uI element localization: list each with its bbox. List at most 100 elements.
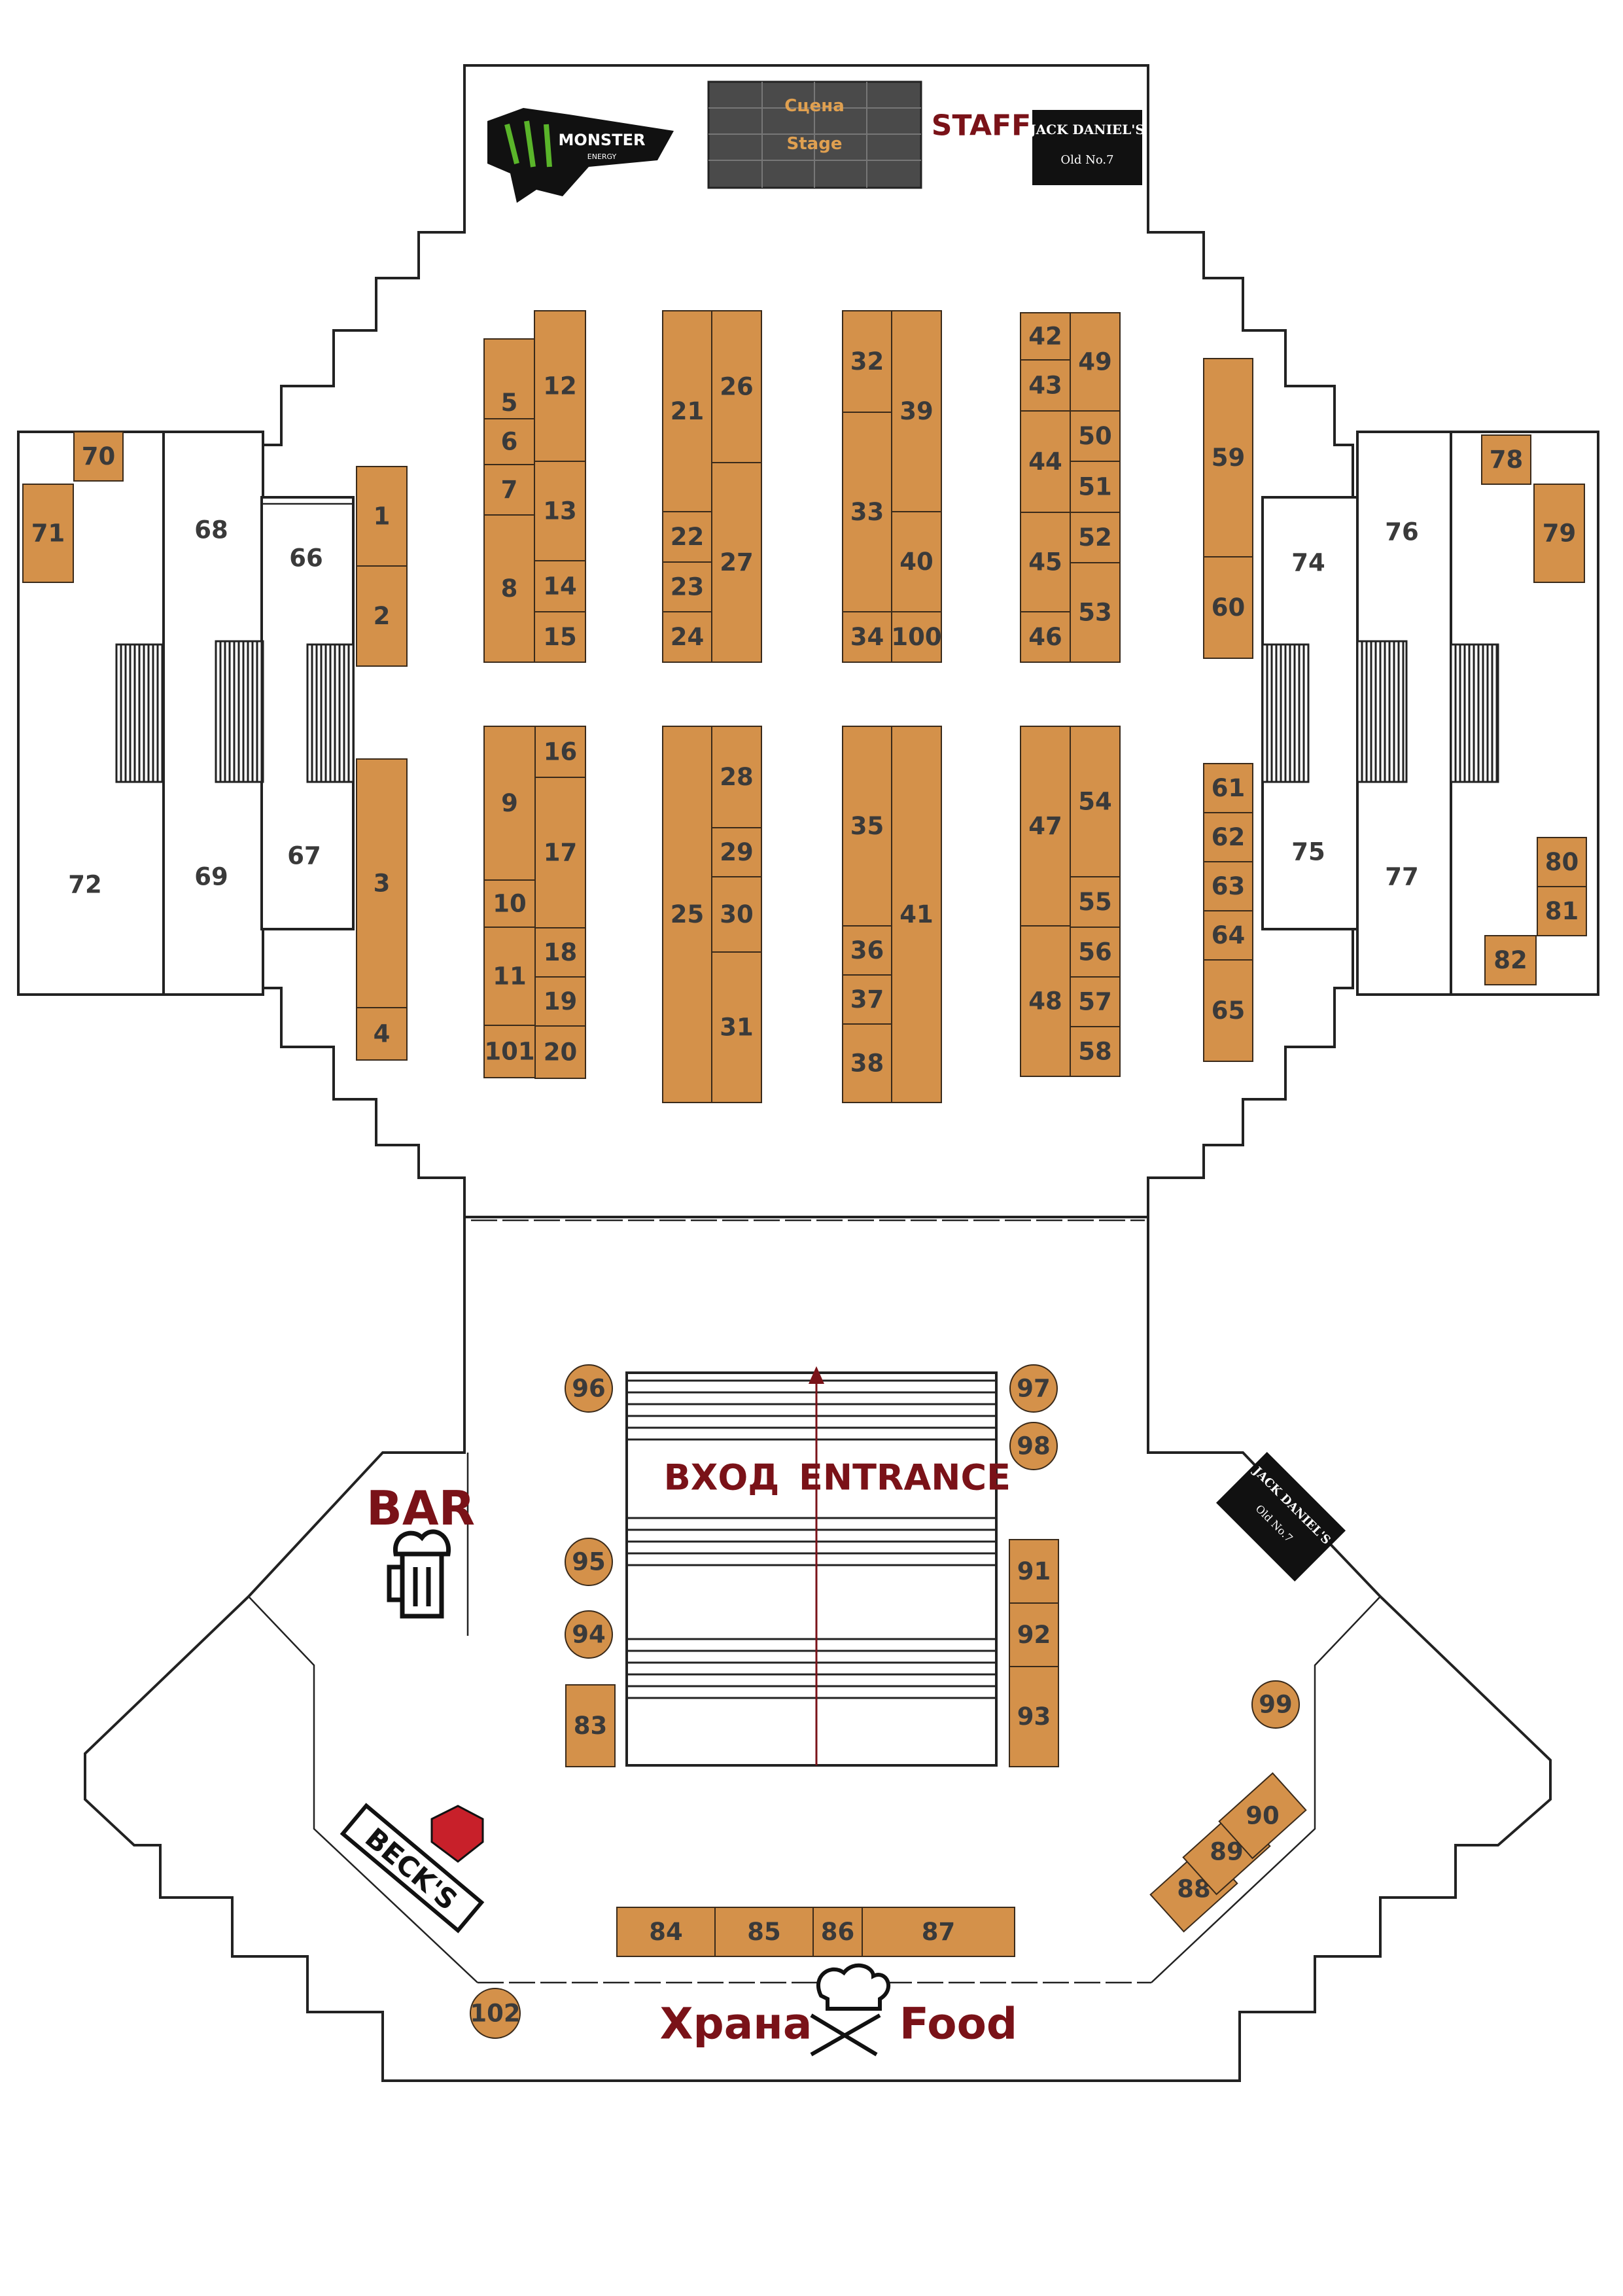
booth-85[interactable]: 85 [714,1907,814,1957]
booth-71[interactable]: 71 [22,484,74,583]
booth-92[interactable]: 92 [1009,1602,1059,1667]
booth-19-shape[interactable] [534,976,586,1027]
booth-45[interactable]: 45 [1020,512,1071,612]
booth-90[interactable]: 90 [1218,1772,1307,1860]
booth-29-shape[interactable] [711,827,762,877]
booth-93-shape[interactable] [1009,1666,1059,1767]
booth-19[interactable]: 19 [534,976,586,1027]
booth-23-shape[interactable] [662,561,712,612]
booth-99-shape[interactable] [1251,1680,1300,1729]
booth-15-shape[interactable] [534,611,586,663]
booth-6-shape[interactable] [483,418,535,465]
booth-33[interactable]: 33 [842,412,892,612]
booth-38-shape[interactable] [842,1023,892,1103]
booth-38[interactable]: 38 [842,1023,892,1103]
booth-78[interactable]: 78 [1481,434,1531,485]
booth-79[interactable]: 79 [1533,484,1585,583]
booth-30-shape[interactable] [711,876,762,953]
booth-18[interactable]: 18 [534,927,586,978]
booth-15[interactable]: 15 [534,611,586,663]
booth-50-shape[interactable] [1070,410,1121,462]
booth-81-shape[interactable] [1537,886,1587,936]
booth-31[interactable]: 31 [711,951,762,1103]
booth-13[interactable]: 13 [534,461,586,561]
booth-30[interactable]: 30 [711,876,762,953]
booth-52[interactable]: 52 [1070,512,1121,563]
booth-56[interactable]: 56 [1070,927,1121,978]
booth-10[interactable]: 10 [483,879,536,928]
booth-58-shape[interactable] [1070,1026,1121,1077]
booth-82[interactable]: 82 [1484,935,1537,985]
booth-11[interactable]: 11 [483,927,536,1026]
booth-41[interactable]: 41 [891,726,942,1103]
booth-95[interactable]: 95 [565,1538,613,1586]
booth-80-shape[interactable] [1537,837,1587,887]
booth-36[interactable]: 36 [842,925,892,976]
booth-60-shape[interactable] [1203,556,1253,659]
booth-9[interactable]: 9 [483,726,536,881]
booth-16[interactable]: 16 [534,726,586,778]
booth-23[interactable]: 23 [662,561,712,612]
booth-7[interactable]: 7 [483,464,535,516]
booth-21[interactable]: 21 [662,310,712,512]
booth-97[interactable]: 97 [1009,1364,1058,1413]
booth-79-shape[interactable] [1533,484,1585,583]
booth-90-shape[interactable] [1218,1772,1307,1860]
booth-98[interactable]: 98 [1009,1422,1058,1470]
booth-24-shape[interactable] [662,611,712,663]
booth-92-shape[interactable] [1009,1602,1059,1667]
booth-101-shape[interactable] [483,1025,536,1078]
booth-82-shape[interactable] [1484,935,1537,985]
booth-13-shape[interactable] [534,461,586,561]
booth-100-shape[interactable] [891,611,942,663]
booth-96-shape[interactable] [565,1364,613,1413]
booth-17[interactable]: 17 [534,777,586,928]
booth-70-shape[interactable] [73,431,124,482]
booth-60[interactable]: 60 [1203,556,1253,659]
booth-14[interactable]: 14 [534,560,586,612]
booth-91[interactable]: 91 [1009,1539,1059,1604]
booth-24[interactable]: 24 [662,611,712,663]
booth-55[interactable]: 55 [1070,876,1121,928]
booth-32-shape[interactable] [842,310,892,413]
booth-85-shape[interactable] [714,1907,814,1957]
booth-6[interactable]: 6 [483,418,535,465]
booth-81[interactable]: 81 [1537,886,1587,936]
booth-53[interactable]: 53 [1070,562,1121,663]
booth-94[interactable]: 94 [565,1610,613,1659]
booth-4[interactable]: 4 [356,1007,408,1061]
booth-2-shape[interactable] [356,565,408,667]
booth-37-shape[interactable] [842,974,892,1025]
booth-3-shape[interactable] [356,758,408,1008]
booth-44[interactable]: 44 [1020,410,1071,513]
booth-2[interactable]: 2 [356,565,408,667]
booth-87[interactable]: 87 [862,1907,1015,1957]
booth-48-shape[interactable] [1020,925,1071,1077]
booth-62-shape[interactable] [1203,812,1253,862]
booth-27-shape[interactable] [711,462,762,663]
booth-54-shape[interactable] [1070,726,1121,877]
booth-20[interactable]: 20 [534,1025,586,1079]
booth-63-shape[interactable] [1203,861,1253,911]
booth-99[interactable]: 99 [1251,1680,1300,1729]
booth-91-shape[interactable] [1009,1539,1059,1604]
booth-57-shape[interactable] [1070,976,1121,1027]
booth-70[interactable]: 70 [73,431,124,482]
booth-98-shape[interactable] [1009,1422,1058,1470]
booth-83-shape[interactable] [565,1684,616,1767]
booth-29[interactable]: 29 [711,827,762,877]
booth-22[interactable]: 22 [662,511,712,563]
booth-48[interactable]: 48 [1020,925,1071,1077]
booth-71-shape[interactable] [22,484,74,583]
booth-83[interactable]: 83 [565,1684,616,1767]
booth-18-shape[interactable] [534,927,586,978]
booth-84[interactable]: 84 [616,1907,716,1957]
booth-62[interactable]: 62 [1203,812,1253,862]
booth-59-shape[interactable] [1203,358,1253,557]
booth-55-shape[interactable] [1070,876,1121,928]
booth-59[interactable]: 59 [1203,358,1253,557]
booth-8-shape[interactable] [483,514,535,663]
booth-35[interactable]: 35 [842,726,892,927]
booth-25-shape[interactable] [662,726,712,1103]
booth-45-shape[interactable] [1020,512,1071,612]
